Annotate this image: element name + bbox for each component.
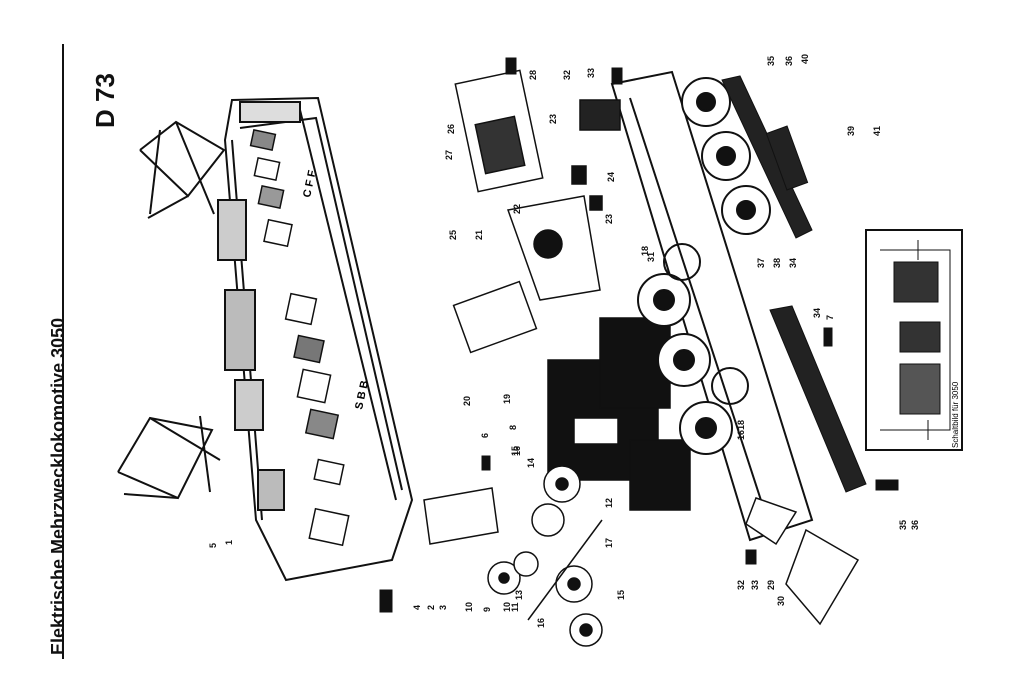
locomotive-body [217,96,414,582]
part-number-label: 2 [426,605,436,610]
part-number-label: 13 [514,590,524,600]
part-number-label: 15 [616,590,626,600]
part-number-label: 7 [825,315,835,320]
part-number-label: 32 [562,70,572,80]
part-number-label: 24 [606,172,616,182]
part-number-label: 37 [756,258,766,268]
pantograph-upper [139,120,226,219]
part-number-label: 41 [872,126,882,136]
part-number-label: 33 [750,580,760,590]
part-number-label: 29 [766,580,776,590]
part-number-label: 1 [224,540,234,545]
part-number-label: 28 [528,70,538,80]
part-number-label: 14 [526,458,536,468]
body-windows [249,128,350,547]
marking-cff: C F F [301,169,319,199]
title-rule [62,44,64,659]
part-number-label: 38 [772,258,782,268]
part-number-label: 35 [898,520,908,530]
chassis-frame [610,70,814,542]
small-hardware [379,57,899,613]
part-number-label: 11 [510,602,520,612]
switch-assembly [454,69,621,301]
part-number-label: 10 [464,602,474,612]
part-number-label: 16 [512,446,522,456]
part-number-label: 34 [812,308,822,318]
part-number-label: 6 [480,433,490,438]
part-number-label: 36 [910,520,920,530]
part-number-label: 39 [846,126,856,136]
part-number-label: 15 [510,446,520,456]
part-number-label: 10 [502,602,512,612]
part-number-label: 16 [536,618,546,628]
part-number-label: 26 [446,124,456,134]
part-number-label: 36 [784,56,794,66]
part-number-label: 5 [208,543,218,548]
part-number-label: 35 [766,56,776,66]
part-number-label: 19 [502,394,512,404]
part-number-label: 31 [646,252,656,262]
part-number-label: 27 [444,150,454,160]
part-number-label: 30 [776,596,786,606]
bogie-sideframes [721,75,867,493]
part-number-label: 18 [736,420,746,430]
inset-caption: Schaltbild für 3050 [951,381,960,448]
part-number-label: 12 [604,498,614,508]
couplers [423,280,860,626]
motor-block [547,317,691,511]
part-number-label: 23 [548,114,558,124]
marking-sbb: S B B [353,379,371,410]
part-number-label: 33 [586,68,596,78]
part-number-label: 9 [482,607,492,612]
part-number-label: 34 [788,258,798,268]
part-number-label: 32 [736,580,746,590]
gear-train [487,465,603,647]
wheelsets [637,77,771,455]
part-number-label: 18 [640,246,650,256]
wiring-inset: Schaltbild für 3050 [865,229,963,451]
part-number-label: 16 [736,430,746,440]
part-number-label: 3 [438,605,448,610]
part-number-label: 8 [508,425,518,430]
part-number-label: 4 [412,605,422,610]
part-number-label: 22 [512,204,522,214]
part-number-label: 17 [604,538,614,548]
part-number-label: 23 [604,214,614,224]
pantograph-lower [117,415,221,500]
part-number-label: 21 [474,230,484,240]
part-number-label: 25 [448,230,458,240]
part-number-label: 40 [800,54,810,64]
part-number-label: 20 [462,396,472,406]
